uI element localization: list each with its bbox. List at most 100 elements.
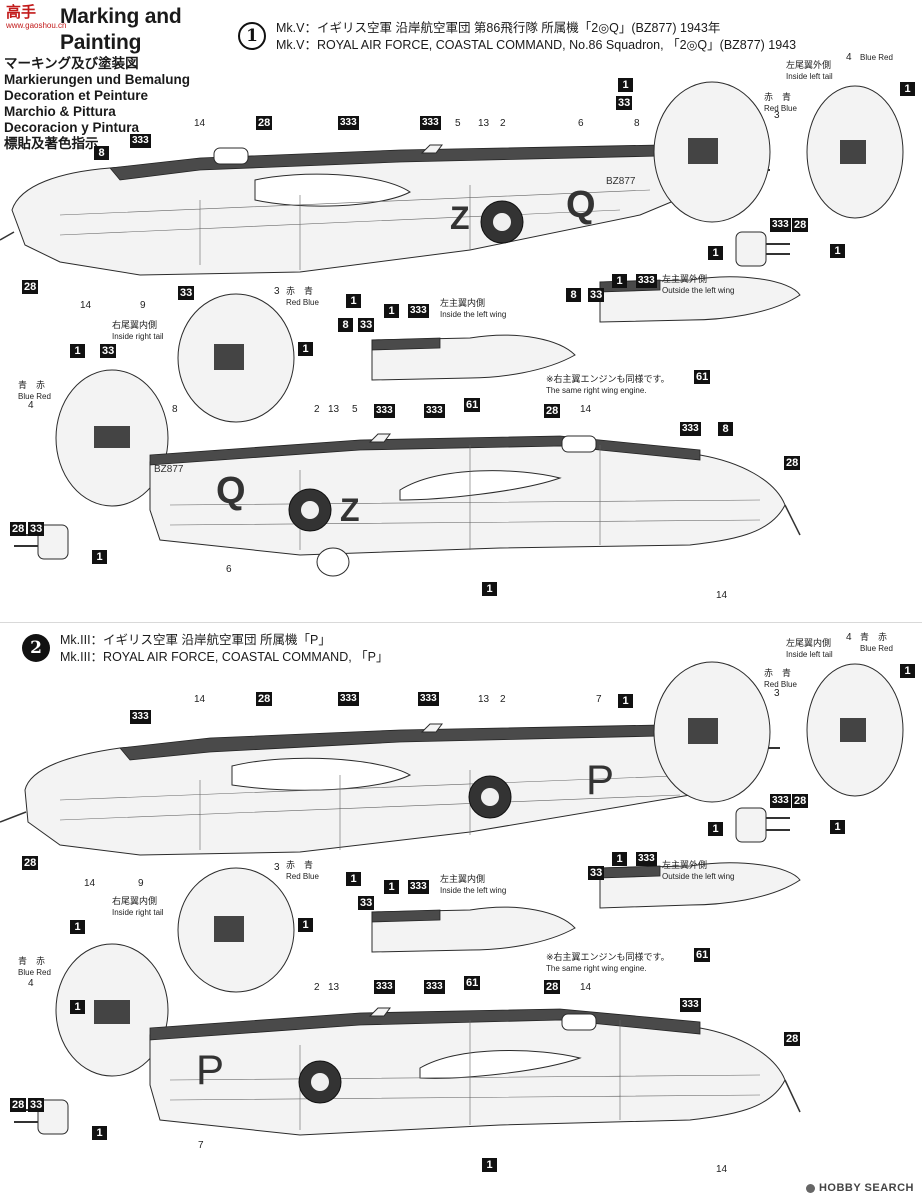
- callout-number: 14: [580, 982, 592, 993]
- callout-number: 5: [455, 118, 461, 129]
- credit-text: HOBBY SEARCH: [805, 1182, 914, 1194]
- s2-left-wing-inside-jp: 左主翼内側: [440, 874, 486, 884]
- s1-right-tail-inside-en: Inside right tail: [112, 332, 164, 341]
- callout-number: 14: [580, 404, 592, 415]
- s2-right-tail-inside-en: Inside right tail: [112, 908, 164, 917]
- decal-tag: 8: [338, 318, 353, 332]
- decal-tag: 28: [256, 116, 273, 130]
- decal-tag: 333: [338, 692, 359, 706]
- title-block: Marking and Painting マーキング及び塗装図 Markieru…: [4, 4, 234, 152]
- decal-tag: 1: [298, 918, 313, 932]
- callout-number: 2: [500, 694, 506, 705]
- s2-tail-color-label: 赤 青 Red Blue: [764, 668, 797, 690]
- s1-left-wing-inside-en: Inside the left wing: [440, 310, 507, 319]
- s1-left-wing-inside-label: 左主翼内側 Inside the left wing: [440, 298, 506, 320]
- decal-tag: 28: [784, 456, 801, 470]
- scheme-1-code-right: Q: [566, 184, 596, 226]
- scheme-1-right-fuselage: [14, 433, 801, 577]
- decal-tag: 1: [482, 582, 497, 596]
- scheme-1-lower-tails: [55, 293, 295, 507]
- decal-tag: 28: [792, 218, 809, 232]
- s2-right-tail-color-label: 赤 青 Red Blue: [286, 860, 319, 882]
- s2-right-tail-inside-jp: 右尾翼内側: [112, 896, 158, 906]
- s2-blue-red-jp: 青 赤: [18, 956, 46, 966]
- s2-left-wing-outside-label: 左主翼外側 Outside the left wing: [662, 860, 734, 882]
- decal-tag: 33: [588, 288, 605, 302]
- decal-tag: 333: [636, 274, 657, 288]
- s1-left-tail-outside-label: 左尾翼外側 Inside left tail: [786, 60, 833, 82]
- callout-number: 8: [634, 118, 640, 129]
- watermark-logo-text: 高手: [6, 4, 37, 21]
- decal-tag: 333: [130, 134, 151, 148]
- decal-tag: 333: [770, 218, 791, 232]
- scheme-2-line-jp: Mk.III：イギリス空軍 沿岸航空軍団 所属機「P」: [60, 633, 331, 647]
- decal-tag: 33: [588, 866, 605, 880]
- decal-tag: 1: [70, 344, 85, 358]
- callout-number: 14: [716, 1164, 728, 1175]
- s2-blue-red-en-top: Blue Red: [860, 644, 893, 653]
- decal-tag: 333: [374, 980, 395, 994]
- credit-label: HOBBY SEARCH: [818, 1182, 914, 1194]
- title-fr: Decoration et Peinture: [4, 88, 149, 103]
- decal-tag: 1: [70, 1000, 85, 1014]
- s2-right-tail-inside-label: 右尾翼内側 Inside right tail: [112, 896, 164, 918]
- decal-tag: 333: [680, 998, 701, 1012]
- s2-left-wing-outside-jp: 左主翼外側: [662, 860, 708, 870]
- s1-blue-red-en-2: Blue Red: [18, 392, 51, 401]
- s1-right-tail-inside-jp: 右尾翼内側: [112, 320, 158, 330]
- callout-number: 3: [774, 688, 780, 699]
- s1-tail-color-label-2: Blue Red: [860, 52, 893, 63]
- s2-left-tail-inside-label: 左尾翼内側 Inside left tail: [786, 638, 833, 660]
- scheme-2-code-left: P: [586, 756, 615, 803]
- callout-number: 13: [328, 982, 340, 993]
- scheme-2-header: 2 Mk.III：イギリス空軍 沿岸航空軍団 所属機「P」 Mk.III：ROY…: [22, 632, 442, 666]
- callout-number: 6: [226, 564, 232, 575]
- callout-number: 3: [274, 286, 280, 297]
- s1-engine-note-en: The same right wing engine.: [546, 386, 647, 395]
- decal-tag: 1: [612, 852, 627, 866]
- watermark-logo: 高手 www.gaoshou.cn: [6, 4, 72, 38]
- decal-tag: 61: [694, 948, 711, 962]
- page-title: Marking and Painting: [60, 5, 182, 54]
- callout-number: 14: [194, 118, 206, 129]
- scheme-1-code-right-side-left: Q: [216, 470, 246, 512]
- callout-number: 2: [500, 118, 506, 129]
- scheme-2-left-fuselage: [0, 723, 780, 856]
- decal-tag: 1: [612, 274, 627, 288]
- scheme-2-engines: [371, 862, 801, 953]
- callout-number: 13: [328, 404, 340, 415]
- decal-tag: 33: [28, 522, 45, 536]
- callout-number: 9: [138, 878, 144, 889]
- decal-tag: 333: [420, 116, 441, 130]
- decal-tag: 333: [770, 794, 791, 808]
- decal-tag: 1: [384, 304, 399, 318]
- decal-tag: 8: [94, 146, 109, 160]
- decal-tag: 1: [708, 822, 723, 836]
- s2-right-tail-color-jp: 赤 青: [286, 860, 314, 870]
- decal-tag: 8: [718, 422, 733, 436]
- title-it: Marchio & Pittura: [4, 104, 116, 119]
- s2-right-tail-color-en: Red Blue: [286, 872, 319, 881]
- s1-left-wing-outside-jp: 左主翼外側: [662, 274, 708, 284]
- scheme-1-code-left: Z: [450, 200, 470, 236]
- callout-number: 6: [578, 118, 584, 129]
- decal-tag: 1: [900, 82, 915, 96]
- s1-right-tail-color-label: 赤 青 Red Blue: [286, 286, 319, 308]
- callout-number: 7: [198, 1140, 204, 1151]
- decal-tag: 28: [22, 856, 39, 870]
- s2-blue-red-en: Blue Red: [18, 968, 51, 977]
- scheme-1-number: 1: [238, 22, 266, 50]
- decal-tag: 28: [784, 1032, 801, 1046]
- decal-tag: 28: [544, 980, 561, 994]
- s1-left-wing-outside-en: Outside the left wing: [662, 286, 735, 295]
- s2-engine-note-jp: ※右主翼エンジンも同様です。: [546, 952, 670, 962]
- decal-tag: 1: [384, 880, 399, 894]
- title-es: Decoracion y Pintura: [4, 120, 140, 135]
- scheme-2-tail-fins: [653, 661, 904, 803]
- s1-engine-note-jp: ※右主翼エンジンも同様です。: [546, 374, 670, 384]
- callout-number: 13: [478, 694, 490, 705]
- watermark-url: www.gaoshou.cn: [6, 21, 67, 30]
- decal-tag: 1: [92, 550, 107, 564]
- decal-tag: 333: [374, 404, 395, 418]
